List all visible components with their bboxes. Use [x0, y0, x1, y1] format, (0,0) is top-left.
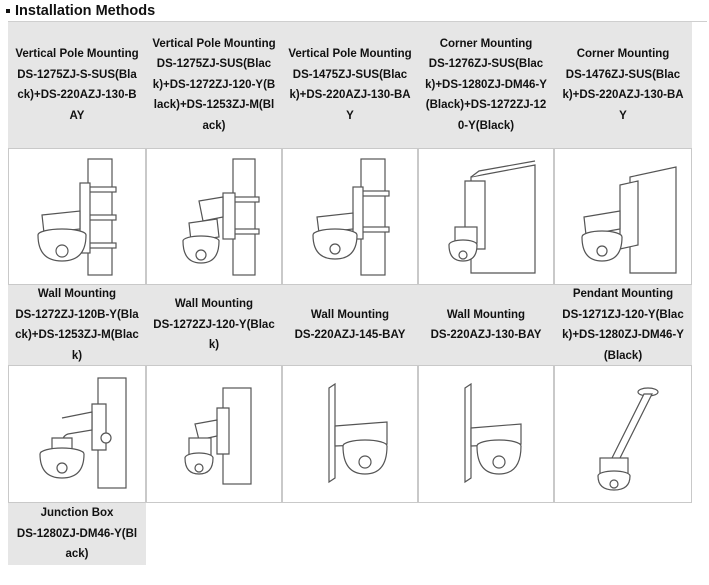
method-title: Vertical Pole Mounting [152, 37, 276, 50]
method-title: Pendant Mounting [572, 288, 674, 300]
method-title: Wall Mounting [174, 298, 254, 311]
heading-rule [8, 21, 707, 22]
method-title: Wall Mounting [446, 308, 526, 321]
bullet-icon [6, 9, 10, 13]
method-model: DS-220AZJ-130-BAY [430, 329, 542, 341]
method-model: DS-220AZJ-145-BAY [294, 329, 406, 341]
pendant-mount-icon [554, 365, 692, 503]
method-model: DS-1272ZJ-120-Y(Black) [153, 318, 275, 352]
corner-mount-icon [554, 148, 692, 285]
corner-mount-icon [418, 148, 554, 285]
method-model: DS-1280ZJ-DM46-Y(Black) [16, 527, 138, 561]
vertical-pole-mount-icon [8, 148, 146, 285]
method-model: DS-1276ZJ-SUS(Black)+DS-1280ZJ-DM46-Y(Bl… [425, 58, 547, 132]
method-title: Wall Mounting [310, 308, 390, 321]
method-model: DS-1275ZJ-S-SUS(Black)+DS-220AZJ-130-BAY [17, 68, 137, 122]
method-model: DS-1271ZJ-120-Y(Black)+DS-1280ZJ-DM46-Y(… [562, 308, 684, 362]
wall-mount-icon [418, 365, 554, 503]
method-title: Wall Mounting [37, 288, 117, 300]
wall-mount-icon [146, 365, 282, 503]
section-heading: Installation Methods [6, 2, 155, 20]
method-model: DS-1476ZJ-SUS(Black)+DS-220AZJ-130-BAY [562, 68, 684, 122]
method-title: Vertical Pole Mounting [288, 48, 412, 60]
method-title: Corner Mounting [439, 37, 533, 50]
method-title: Vertical Pole Mounting [15, 48, 139, 60]
wall-mount-icon [282, 365, 418, 503]
method-model: DS-1272ZJ-120B-Y(Black)+DS-1253ZJ-M(Blac… [15, 308, 139, 362]
method-model: DS-1475ZJ-SUS(Black)+DS-220AZJ-130-BAY [289, 68, 411, 122]
vertical-pole-mount-icon [146, 148, 282, 285]
wall-mount-icon [8, 365, 146, 503]
method-title: Corner Mounting [576, 48, 670, 60]
section-title: Installation Methods [15, 3, 156, 19]
method-title: Junction Box [40, 507, 114, 520]
vertical-pole-mount-icon [282, 148, 418, 285]
method-model: DS-1275ZJ-SUS(Black)+DS-1272ZJ-120-Y(Bla… [152, 58, 276, 132]
